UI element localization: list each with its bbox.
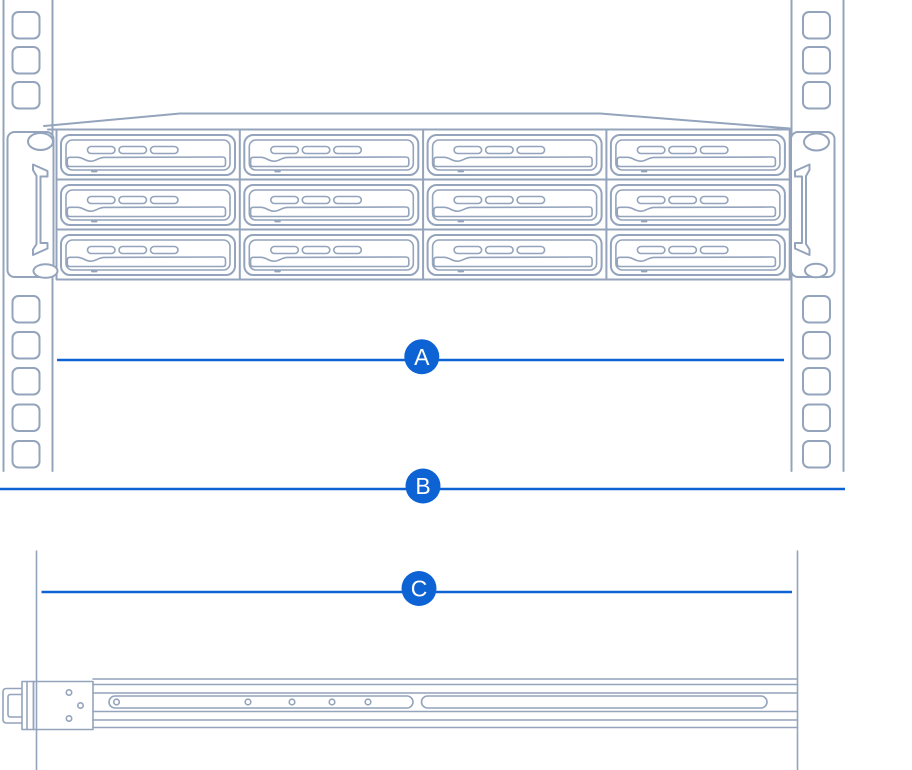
- nas-bezel-frame: [47, 128, 791, 281]
- drive-bay: [426, 234, 603, 276]
- nas-top-cover: [43, 112, 791, 130]
- rail-slot: [420, 695, 768, 709]
- drive-bay: [609, 184, 786, 226]
- label-badge-a: A: [404, 339, 440, 375]
- drive-bay: [426, 184, 603, 226]
- drive-bay: [60, 134, 236, 176]
- drive-bay: [243, 234, 420, 276]
- drive-bay: [60, 184, 236, 226]
- badge-c-circle: [401, 571, 437, 606]
- left-mounting-ear: [6, 131, 59, 279]
- badge-b-circle: [405, 468, 441, 504]
- drive-bay: [426, 134, 603, 176]
- rail-front-hook: [2, 687, 23, 724]
- label-badge-c: C: [401, 571, 437, 606]
- rail-slot: [108, 695, 414, 709]
- rail-bracket-plate: [21, 680, 94, 731]
- drive-bay: [243, 184, 420, 226]
- badge-b-label: B: [415, 473, 430, 499]
- nas-unit: [6, 112, 836, 281]
- rail-assembly: [2, 550, 799, 770]
- callouts: A B C: [0, 339, 845, 606]
- left-ear-handle: [32, 163, 49, 256]
- badge-a-label: A: [414, 344, 430, 370]
- label-badge-b: B: [405, 468, 441, 504]
- badge-a-circle: [404, 339, 440, 375]
- drive-bay: [609, 234, 786, 276]
- right-ear-handle: [794, 163, 811, 256]
- drive-bay: [60, 234, 236, 276]
- right-mounting-ear: [790, 131, 836, 279]
- badge-c-label: C: [411, 576, 428, 602]
- drive-bay: [243, 134, 420, 176]
- drive-bay: [609, 134, 786, 176]
- rail-body: [92, 678, 799, 729]
